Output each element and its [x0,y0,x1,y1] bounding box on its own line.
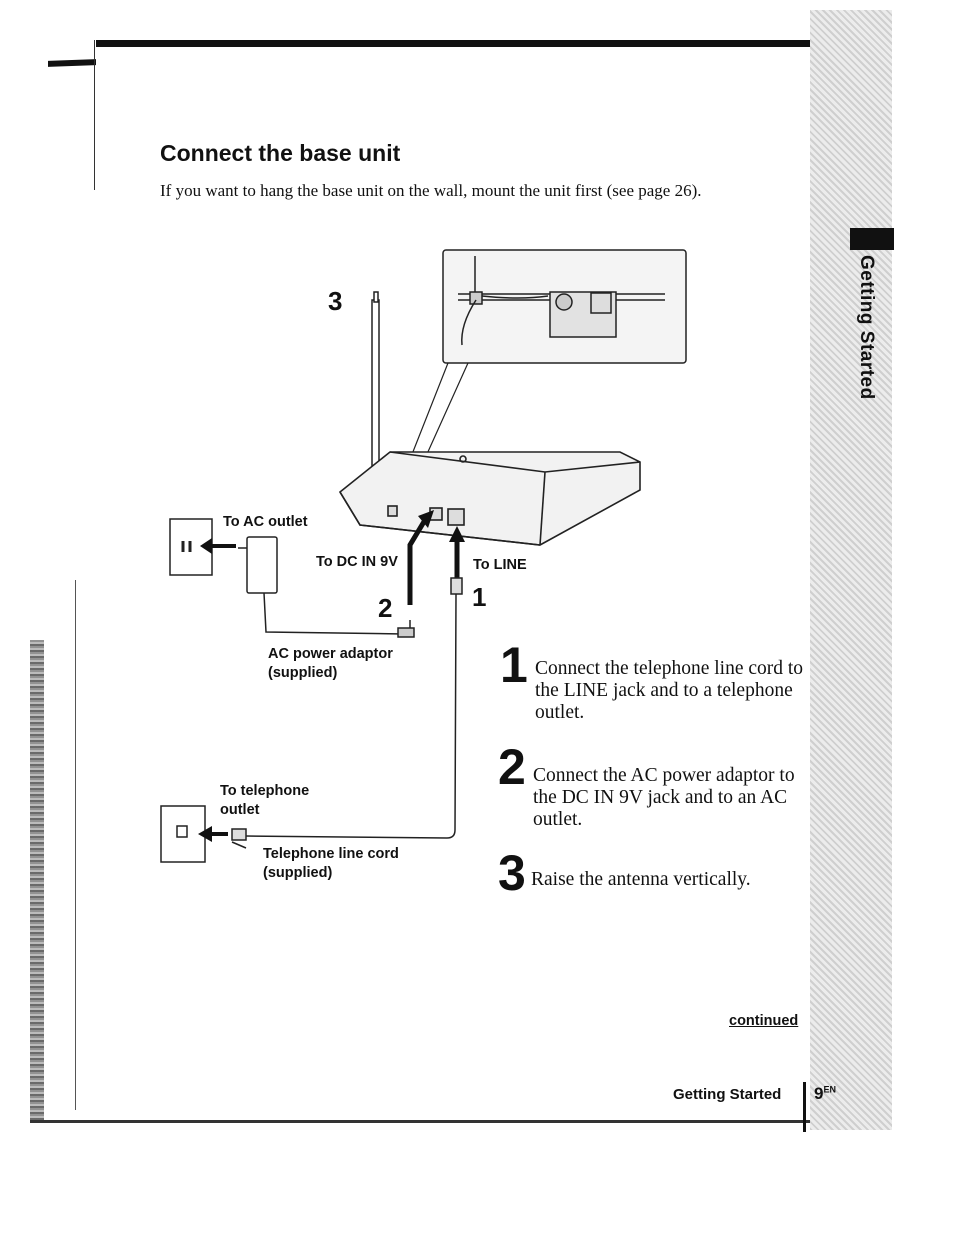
step-3-number: 3 [498,845,526,901]
step-1-number: 1 [500,637,528,693]
page-number-value: 9 [814,1084,824,1103]
scan-edge [30,640,44,1120]
label-adaptor: AC power adaptor (supplied) [268,645,393,683]
label-tel-outlet-line-2: outlet [220,802,260,818]
antenna [371,291,380,471]
label-dc-in: To DC IN 9V [316,554,398,570]
arrow-tel-outlet [198,826,212,842]
step-2-number: 2 [498,739,526,795]
label-cord-line-2: (supplied) [263,865,333,881]
footer-divider [803,1082,806,1132]
ac-adaptor [238,536,415,638]
label-adaptor-line-2: (supplied) [268,665,338,681]
label-ac-outlet: To AC outlet [223,514,308,530]
label-line: To LINE [473,557,527,573]
label-adaptor-line-1: AC power adaptor [268,646,393,662]
telephone-cord [231,577,463,849]
callout-2: 2 [378,593,393,623]
step-3-text: Raise the antenna vertically. [531,869,751,890]
callout-1: 1 [472,582,487,612]
section-title: Connect the base unit [160,140,401,166]
left-rule [94,40,95,190]
label-tel-outlet: To telephone outlet [220,782,309,820]
side-tab-strip [810,10,892,1130]
side-tab-marker [850,228,894,250]
continued-note: continued [729,1013,799,1029]
arrow-line [449,526,465,578]
top-rule [96,40,828,47]
left-rule-lower [75,580,76,1110]
page-number: 9EN [814,1084,836,1104]
step-1-text: Connect the telephone line cord to the L… [535,658,804,723]
label-cord-line-1: Telephone line cord [263,846,399,862]
step-2-text: Connect the AC power adaptor to the DC I… [533,765,795,830]
arrow-dc-in [407,510,434,605]
telephone-outlet [160,805,206,863]
label-cord: Telephone line cord (supplied) [263,845,399,883]
bottom-rule [30,1120,820,1123]
page-number-suffix: EN [823,1084,836,1095]
callout-3: 3 [328,286,343,316]
intro-text: If you want to hang the base unit on the… [160,181,702,200]
base-unit [338,451,641,546]
label-tel-outlet-line-1: To telephone [220,783,310,799]
footer-section-label: Getting Started [673,1086,782,1103]
arrow-ac-outlet [200,538,212,554]
side-tab-label: Getting Started [856,255,877,400]
jack-detail-inset [442,249,687,364]
